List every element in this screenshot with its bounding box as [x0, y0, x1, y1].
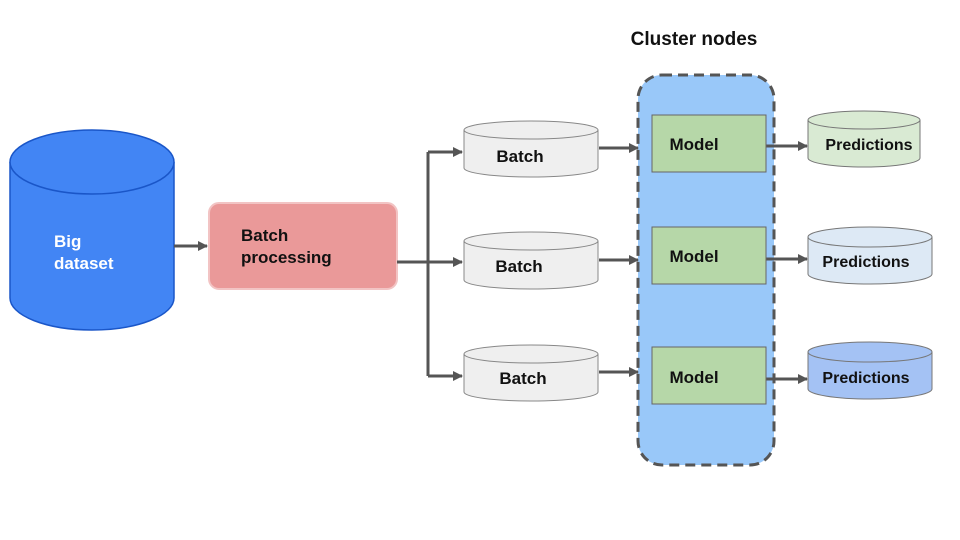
cluster-nodes-title: Cluster nodes: [631, 29, 758, 50]
predictions-label: Predictions: [822, 254, 909, 271]
batch-cylinder: Batch: [463, 231, 599, 290]
model-label: Model: [669, 368, 718, 387]
batch-processing-label-line1: Batch: [241, 226, 288, 245]
batch-cylinder: Batch: [463, 344, 599, 402]
batch-cylinder: Batch: [463, 120, 599, 178]
batch-processing-label-line2: processing: [241, 248, 332, 267]
batch-processing-box: Batch processing: [208, 202, 398, 290]
connectors: [174, 141, 808, 384]
predictions-cylinder: Predictions: [807, 110, 921, 168]
model-box: Model: [651, 346, 767, 405]
model-label: Model: [669, 135, 718, 154]
predictions-label: Predictions: [825, 137, 912, 154]
predictions-cylinder: Predictions: [807, 341, 933, 400]
model-box: Model: [651, 114, 767, 173]
big-dataset-label-line1: Big: [54, 232, 81, 251]
predictions-label: Predictions: [822, 370, 909, 387]
batch-label: Batch: [499, 369, 546, 388]
batch-label: Batch: [495, 257, 542, 276]
model-label: Model: [669, 247, 718, 266]
model-box: Model: [651, 226, 767, 285]
big-dataset-label-line2: dataset: [54, 254, 114, 273]
big-dataset-cylinder: Big dataset: [9, 129, 175, 331]
predictions-cylinder: Predictions: [807, 226, 933, 285]
batch-label: Batch: [496, 147, 543, 166]
